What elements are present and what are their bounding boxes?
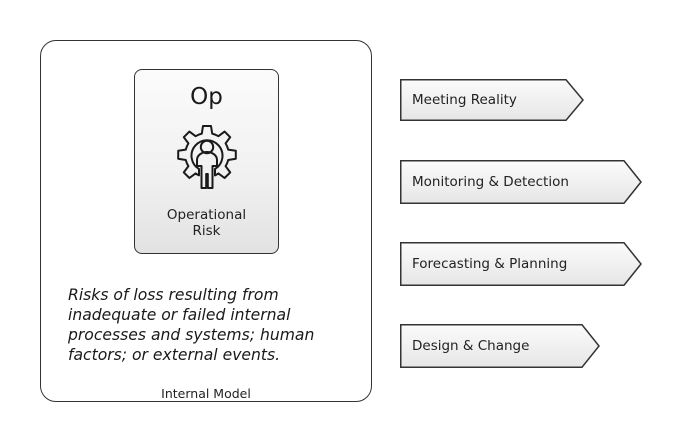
internal-model-label: Internal Model (161, 386, 251, 401)
stage-arrow-forecasting-planning: Forecasting & Planning (400, 242, 642, 286)
risk-description: Risks of loss resulting from inadequate … (68, 286, 315, 364)
stage-arrow-shape (400, 160, 642, 204)
stage-label: Monitoring & Detection (412, 174, 569, 190)
stage-arrow-monitoring-detection: Monitoring & Detection (400, 160, 642, 204)
stage-arrow-shape (400, 79, 584, 121)
risk-code: Op (190, 84, 223, 110)
stage-label: Forecasting & Planning (412, 256, 568, 272)
stage-arrow-meeting-reality: Meeting Reality (400, 79, 584, 121)
stage-arrow-shape (400, 242, 642, 286)
stage-arrow-shape (400, 324, 600, 368)
risk-name: Operational Risk (135, 207, 278, 239)
risk-card: Op Operational Risk (134, 69, 279, 254)
stage-arrow-design-change: Design & Change (400, 324, 600, 368)
stage-label: Design & Change (412, 338, 530, 354)
risk-name-line2: Risk (192, 223, 221, 239)
stage-label: Meeting Reality (412, 92, 517, 108)
gear-person-icon (177, 125, 237, 189)
risk-name-line1: Operational (166, 207, 247, 223)
